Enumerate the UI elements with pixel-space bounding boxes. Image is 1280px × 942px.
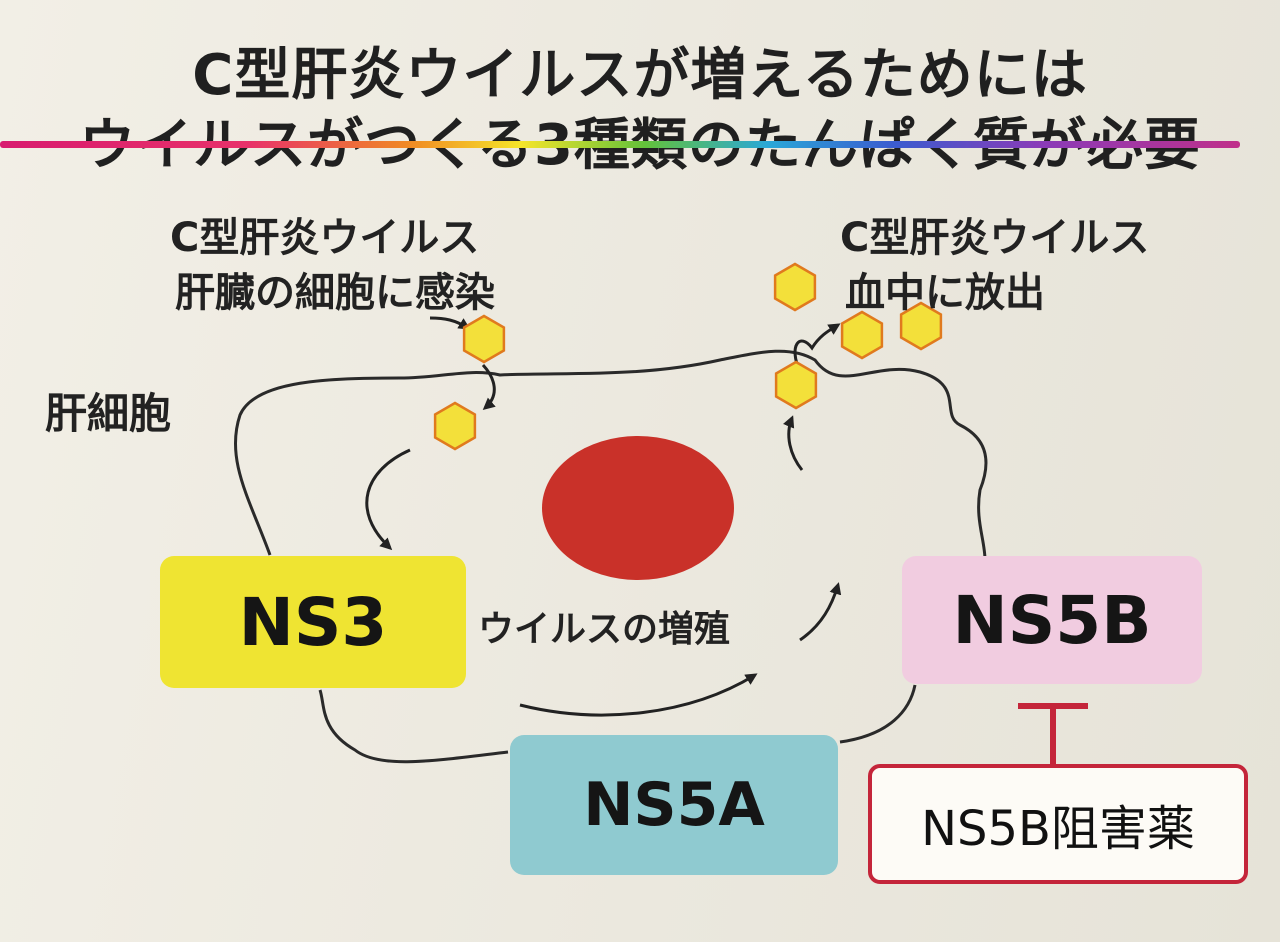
release-label-line-2: 血中に放出 [845,270,1045,316]
entry-arrow [429,316,471,330]
ns3-to-ns5a-arrow [519,673,758,717]
ns5b-protein-box: NS5B [902,556,1202,684]
title-line-1: C型肝炎ウイルスが増えるためには [192,43,1088,108]
cell-nucleus [542,436,734,580]
endocytosis-arrow [481,363,496,410]
virus-replication-label: ウイルスの増殖 [478,609,731,650]
virus-particle-icon [433,401,477,451]
virus-particle-icon [462,314,506,364]
liver-cell-label: 肝細胞 [45,389,172,438]
release-arrow [793,323,841,373]
ns5b-inhibitor-label: NS5B阻害薬 [921,801,1195,857]
ns5b-inhibitor-box: NS5B阻害薬 [868,764,1248,884]
rainbow-underline [0,141,1240,148]
virus-particle-icon [774,360,818,410]
ns5b-label: NS5B [952,581,1152,659]
virus-particle-icon [899,301,943,351]
virus-particles [433,262,943,451]
ns3-protein-box: NS3 [160,556,466,688]
release-label-line-1: C型肝炎ウイルス [840,215,1150,261]
infection-label-line-1: C型肝炎ウイルス [170,215,480,261]
cell-membrane [233,349,988,764]
replication-arrow [799,582,842,642]
virus-particle-icon [773,262,817,312]
virus-particle-icon [840,310,884,360]
ns3-label: NS3 [238,583,388,661]
infection-label-line-2: 肝臓の細胞に感染 [175,270,495,316]
ns5a-label: NS5A [583,770,765,840]
assembly-arrow [783,415,804,471]
ns5a-protein-box: NS5A [510,735,838,875]
to-ns3-arrow [365,448,411,551]
